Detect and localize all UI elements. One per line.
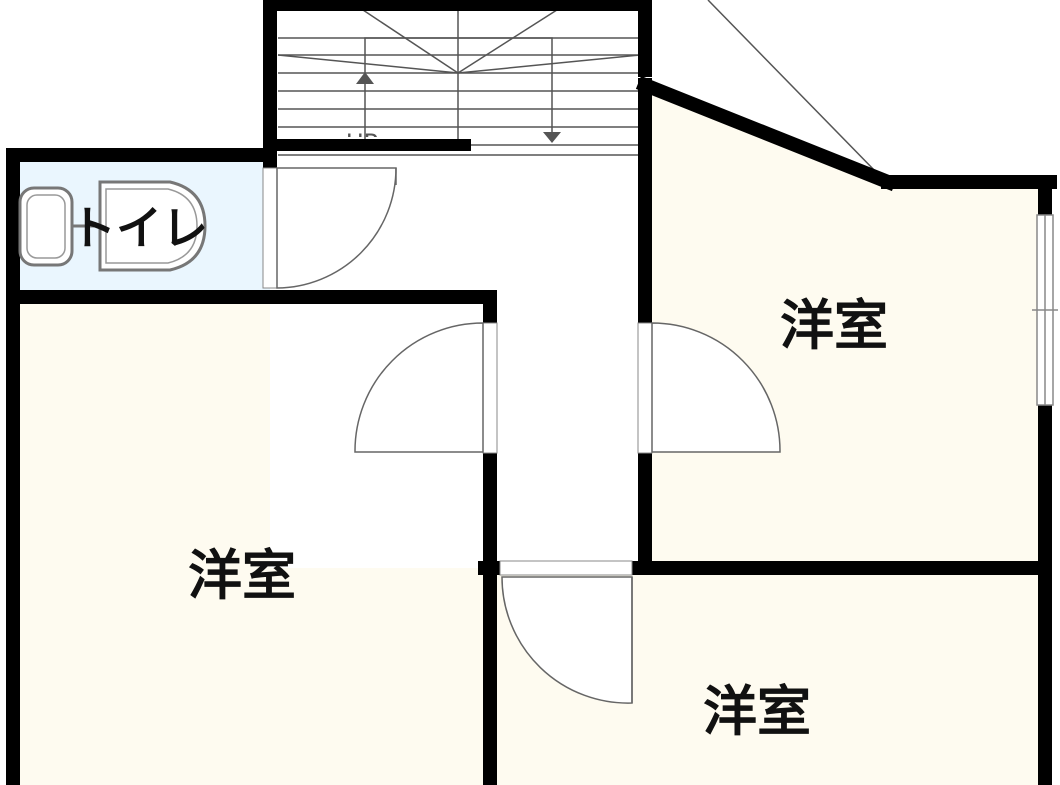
walls — [6, 0, 1057, 785]
toilet-door — [262, 167, 397, 289]
stairs-up-label: UP — [346, 129, 378, 157]
upper-right-room-door — [637, 322, 781, 454]
arrow-up-icon — [356, 72, 374, 84]
lower-right-room-door — [499, 560, 633, 704]
roof-line — [707, 0, 879, 175]
toilet-label: トイレ — [70, 201, 208, 255]
western-room-lower-right-label: 洋室 — [703, 680, 811, 743]
staircase: UP — [277, 7, 641, 157]
left-room-door — [354, 322, 498, 454]
toilet-fixture-icon — [18, 180, 207, 272]
western-room-left-label: 洋室 — [188, 544, 296, 607]
western-room-upper-right-label: 洋室 — [780, 294, 888, 357]
window — [1032, 214, 1058, 406]
arrow-down-icon — [543, 132, 561, 143]
